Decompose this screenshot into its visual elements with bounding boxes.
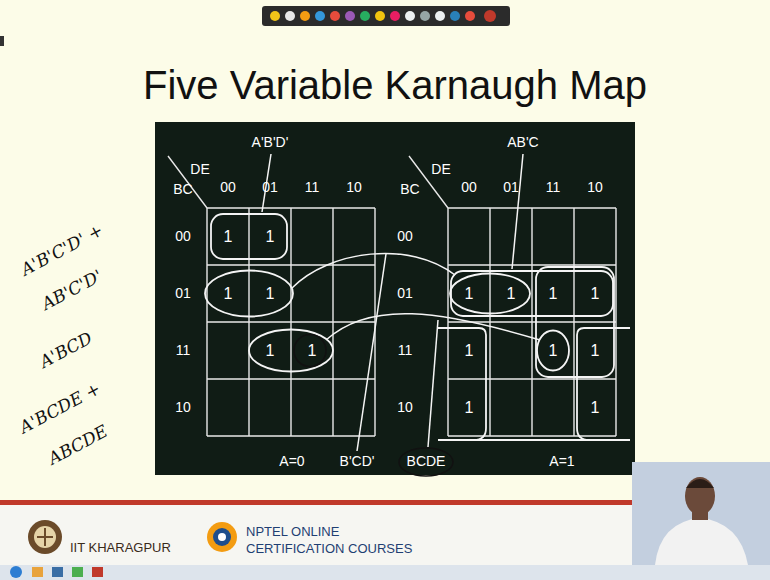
- group-term: B'CD': [340, 454, 375, 469]
- cell-value: 1: [591, 342, 600, 360]
- column-code: 11: [546, 180, 561, 195]
- kmap-panel: [155, 122, 635, 475]
- taskbar-icons: [10, 566, 103, 578]
- axis-label: DE: [431, 162, 450, 177]
- row-code: 10: [175, 400, 191, 415]
- cell-value: 1: [549, 285, 558, 303]
- cell-value: 1: [224, 228, 233, 246]
- slide-title: Five Variable Karnaugh Map: [143, 63, 647, 107]
- row-code: 01: [175, 286, 191, 301]
- column-code: 10: [587, 180, 603, 195]
- column-code: 01: [503, 180, 519, 195]
- group-term: A'B'D': [252, 135, 289, 150]
- presenter-video: [632, 462, 770, 565]
- cell-value: 1: [308, 342, 317, 360]
- edge-mark: [0, 36, 4, 46]
- axis-label: DE: [190, 162, 209, 177]
- group-term: BCDE: [407, 454, 446, 469]
- row-code: 11: [176, 343, 191, 358]
- cell-value: 1: [465, 342, 474, 360]
- handwritten-note: AB'C'D': [39, 266, 106, 313]
- row-code: 11: [398, 343, 413, 358]
- axis-label: BC: [400, 182, 419, 197]
- row-code: 00: [397, 229, 413, 244]
- nptel-logo: [207, 522, 237, 552]
- row-code: 10: [397, 400, 413, 415]
- cell-value: 1: [266, 342, 275, 360]
- column-code: 00: [220, 180, 236, 195]
- cell-value: 1: [266, 285, 275, 303]
- cell-value: 1: [465, 285, 474, 303]
- handwritten-note: A'BCD: [37, 329, 96, 372]
- map-caption: A=1: [549, 454, 574, 469]
- cell-value: 1: [549, 342, 558, 360]
- column-code: 10: [346, 180, 362, 195]
- cell-value: 1: [507, 285, 516, 303]
- ink-marks: [294, 335, 453, 477]
- cell-value: 1: [266, 228, 275, 246]
- toolbar-icons: [270, 10, 496, 22]
- course-banner: NPTEL ONLINE: [246, 525, 339, 539]
- corner-diagonal: [168, 156, 448, 208]
- course-banner: CERTIFICATION COURSES: [246, 542, 412, 556]
- toolbar: [262, 6, 510, 26]
- cell-value: 1: [591, 285, 600, 303]
- kmap-groups: [205, 214, 630, 440]
- axis-label: BC: [173, 182, 192, 197]
- cell-value: 1: [224, 285, 233, 303]
- group-term: AB'C: [507, 135, 538, 150]
- row-code: 01: [397, 286, 413, 301]
- handwritten-note: ABCDE: [45, 422, 110, 469]
- row-code: 00: [175, 229, 191, 244]
- column-code: 00: [461, 180, 477, 195]
- institute-name: IIT KHARAGPUR: [70, 541, 171, 555]
- column-code: 11: [305, 180, 320, 195]
- map-caption: A=0: [279, 454, 304, 469]
- cell-value: 1: [465, 399, 474, 417]
- cell-value: 1: [591, 399, 600, 417]
- taskbar: [0, 565, 770, 580]
- kmap-grid: [207, 208, 375, 436]
- leader-lines: [262, 154, 540, 451]
- iit-logo: [28, 520, 62, 554]
- column-code: 01: [262, 180, 278, 195]
